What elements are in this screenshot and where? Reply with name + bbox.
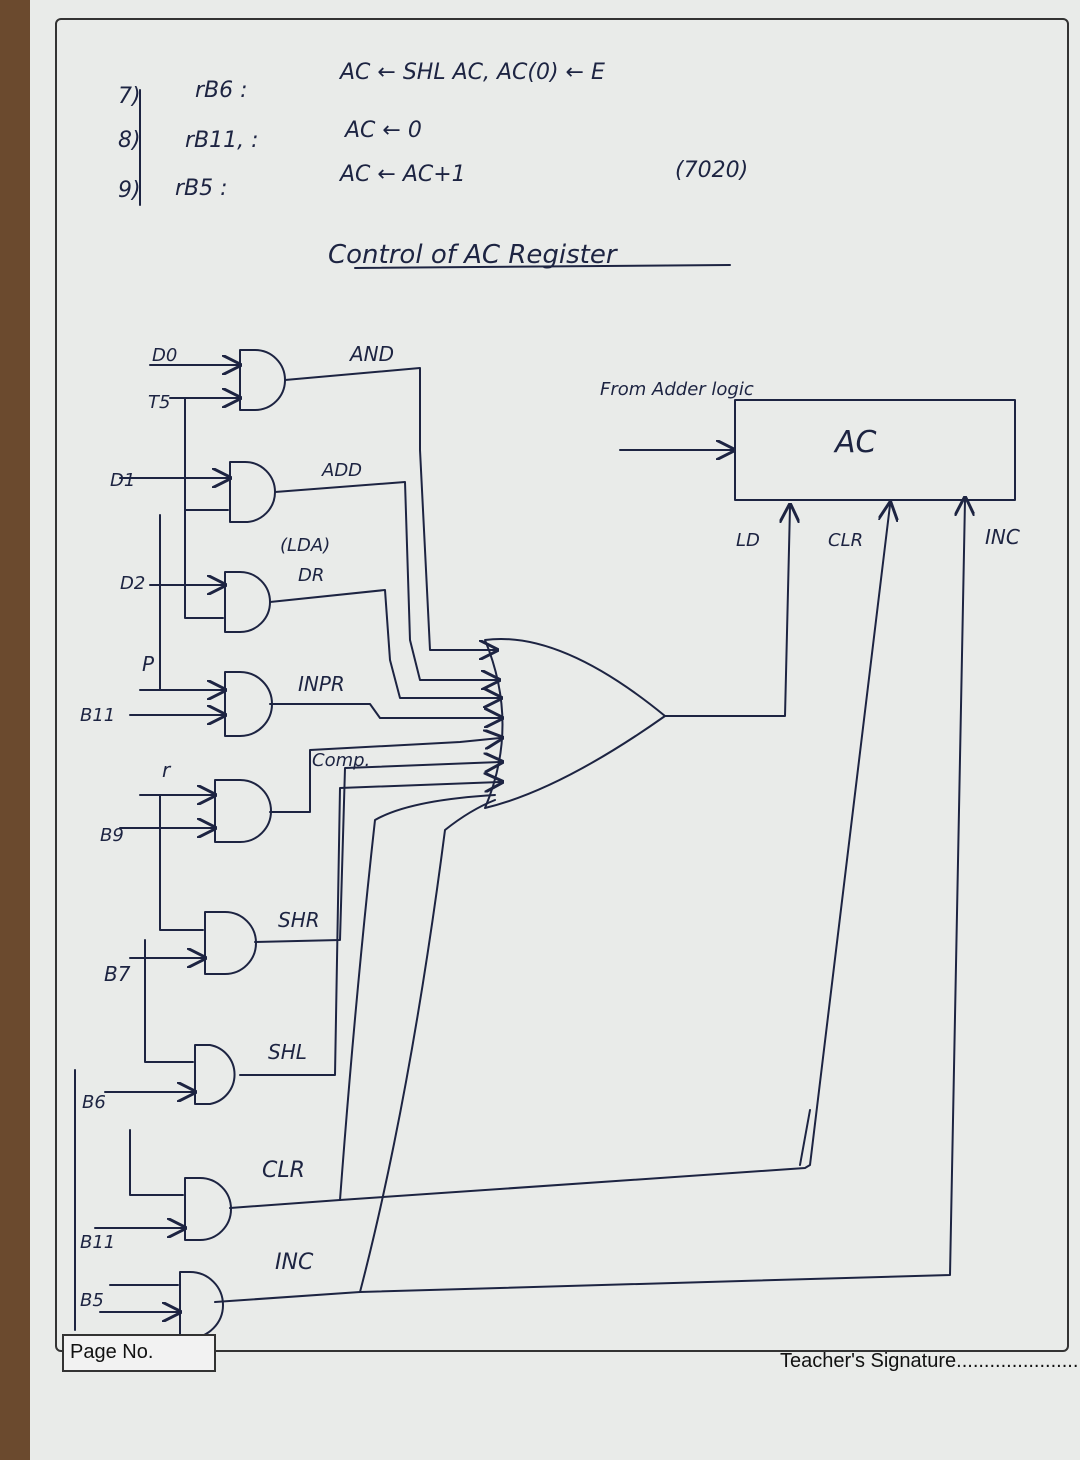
note-9-num: 9) xyxy=(118,178,141,203)
register-clr: CLR xyxy=(828,530,864,551)
input-b11-bottom: B11 xyxy=(80,1232,116,1253)
note-9-cond: rB5 : xyxy=(175,176,228,201)
note-7-num: 7) xyxy=(118,84,141,109)
gate-shl xyxy=(194,1044,236,1105)
label-and: AND xyxy=(350,342,395,366)
input-b7: B7 xyxy=(104,962,131,986)
note-ref: (7020) xyxy=(675,158,749,183)
input-b9: B9 xyxy=(100,825,124,846)
label-inc: INC xyxy=(275,1250,314,1275)
input-b6: B6 xyxy=(82,1092,106,1113)
label-inpr: INPR xyxy=(298,672,345,696)
gate-comp xyxy=(214,779,272,843)
input-d0: D0 xyxy=(152,345,178,366)
register-from: From Adder logic xyxy=(600,379,754,400)
input-t5: T5 xyxy=(148,392,171,413)
note-7-op: AC ← SHL AC, AC(0) ← E xyxy=(340,60,605,85)
note-7-cond: rB6 : xyxy=(195,78,248,103)
page-number-box: Page No. xyxy=(62,1334,216,1372)
gate-add xyxy=(229,461,276,523)
input-d1: D1 xyxy=(110,470,136,491)
register-name: AC xyxy=(835,425,877,460)
gate-or xyxy=(484,638,666,809)
label-lda: (LDA) xyxy=(280,535,331,556)
input-r: r xyxy=(162,758,171,782)
page-number-label: Page No. xyxy=(70,1341,154,1363)
gate-lda xyxy=(224,571,271,633)
input-b11-top: B11 xyxy=(80,705,116,726)
label-comp: Comp. xyxy=(312,750,371,771)
gate-and xyxy=(239,349,286,411)
notebook-page xyxy=(30,0,1080,1460)
title-underline xyxy=(354,264,731,269)
label-shr: SHR xyxy=(278,908,320,932)
label-add: ADD xyxy=(322,460,363,481)
gate-inc xyxy=(179,1271,224,1339)
page-border xyxy=(55,18,1069,1352)
note-8-op: AC ← 0 xyxy=(345,118,422,143)
register-ld: LD xyxy=(736,530,760,551)
ac-register-box xyxy=(734,399,1016,501)
gate-inpr xyxy=(224,671,273,737)
label-shl: SHL xyxy=(268,1040,307,1064)
clr-wavy-wire xyxy=(339,794,496,1201)
inc-wavy-wire xyxy=(359,799,496,1293)
note-9-op: AC ← AC+1 xyxy=(340,162,466,187)
teacher-signature-label: Teacher's Signature.....................… xyxy=(780,1350,1079,1372)
input-b5: B5 xyxy=(80,1290,104,1311)
label-clr: CLR xyxy=(262,1158,305,1183)
register-inc: INC xyxy=(985,525,1020,549)
gate-shr xyxy=(204,911,257,975)
input-d2: D2 xyxy=(120,573,146,594)
label-dr: DR xyxy=(298,565,325,586)
input-p: P xyxy=(142,652,155,676)
gate-clr xyxy=(184,1177,232,1241)
note-8-cond: rB11, : xyxy=(185,128,259,153)
diagram-title: Control of AC Register xyxy=(328,240,617,270)
note-8-num: 8) xyxy=(118,128,141,153)
